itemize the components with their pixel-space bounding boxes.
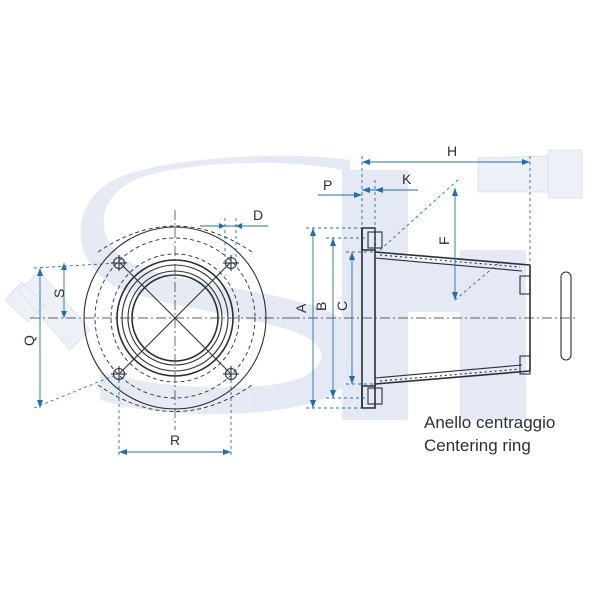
centering-ring-detail	[560, 271, 572, 361]
cone-upper-wall	[374, 251, 531, 266]
slot-arc-bottom	[97, 384, 253, 412]
label-d: D	[253, 207, 263, 223]
label-b: B	[313, 302, 329, 311]
dim-f-diagonal-bottom	[454, 261, 501, 301]
front-diagonal-2	[119, 262, 231, 374]
label-p: P	[323, 177, 332, 193]
label-s: S	[51, 289, 67, 298]
hub-outer-circle	[116, 259, 234, 377]
bore-circle-inner	[131, 274, 219, 362]
cone-upper-wall-inner	[374, 257, 523, 272]
bore-circle-outer	[127, 270, 223, 366]
label-r: R	[170, 432, 180, 448]
centering-ring-bottom	[367, 387, 383, 405]
front-view: D Q S R	[21, 207, 290, 458]
cone-end-lip-top	[519, 275, 531, 295]
label-q: Q	[21, 335, 37, 346]
hub-ring-circle	[121, 264, 229, 372]
caption-italian: Anello centraggio	[424, 413, 555, 432]
cone-lower-wall-inner	[374, 364, 523, 379]
caption-english: Centering ring	[424, 436, 531, 455]
cone-hatching	[379, 254, 521, 382]
side-view: A B C P K H F	[290, 143, 575, 409]
cone-lower-wall	[374, 370, 531, 385]
watermark-h-right-stem	[460, 250, 526, 420]
bolt-circle-dashed	[94, 237, 256, 399]
label-f: F	[436, 236, 452, 245]
label-c: C	[334, 301, 350, 311]
label-h: H	[447, 143, 457, 159]
watermark-s-letter	[80, 155, 361, 415]
flange-inner-dashed-1	[110, 253, 240, 383]
flange-outer-circle	[83, 226, 267, 410]
dim-q-ext-top	[33, 262, 119, 269]
slot-arc-top	[97, 225, 253, 253]
cone-end-lip-bottom	[519, 355, 531, 375]
label-a: A	[293, 303, 309, 313]
caption: Anello centraggio Centering ring	[424, 413, 555, 455]
watermark-hose-left	[4, 271, 91, 351]
watermark-logo	[4, 149, 583, 420]
label-k: K	[402, 171, 412, 187]
